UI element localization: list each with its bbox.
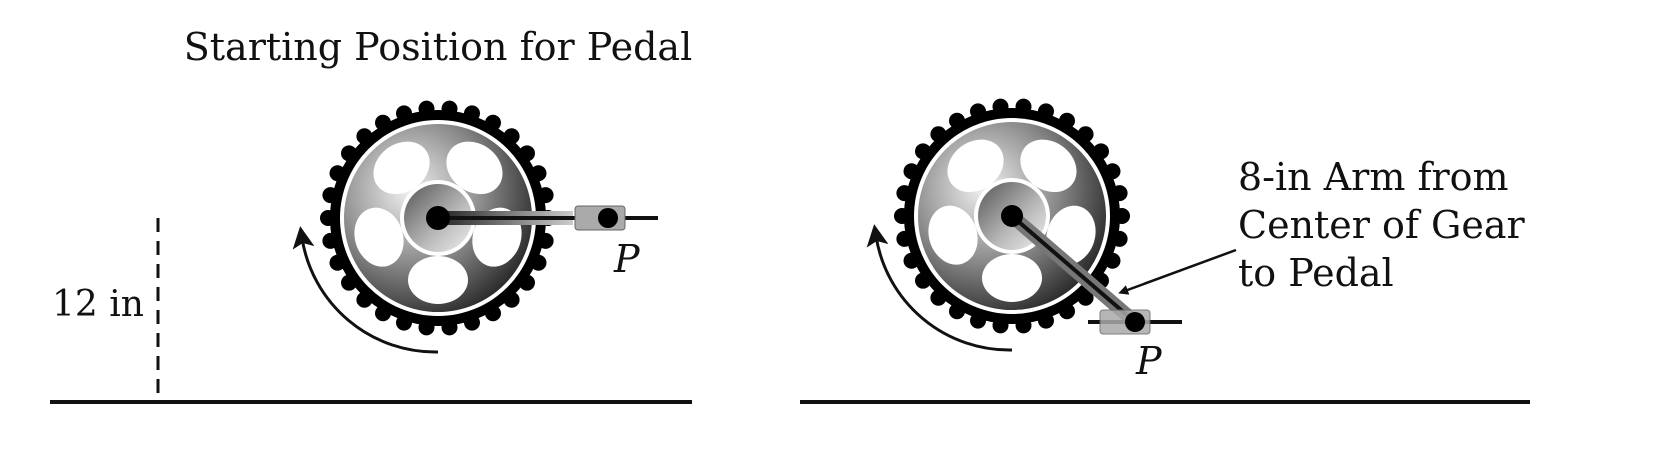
rotation-arrow-right	[866, 224, 1013, 352]
annotation-line-3: to Pedal	[1238, 251, 1394, 295]
pedal-label-left: P	[613, 237, 641, 281]
annotation-line-2: Center of Gear	[1238, 203, 1526, 247]
height-label: 12 in	[52, 284, 144, 325]
pedal-label-right: P	[1135, 339, 1163, 383]
rotation-arrow-left	[292, 226, 439, 354]
crank-arm-right	[1001, 205, 1182, 335]
pedal-point-right	[1125, 312, 1145, 332]
annotation-arrow	[1118, 248, 1237, 295]
title-starting-position: Starting Position for Pedal	[184, 25, 693, 69]
annotation-line-1: 8-in Arm from	[1238, 155, 1509, 199]
pedal-point-left	[598, 208, 618, 228]
crank-arm-left	[426, 205, 658, 231]
